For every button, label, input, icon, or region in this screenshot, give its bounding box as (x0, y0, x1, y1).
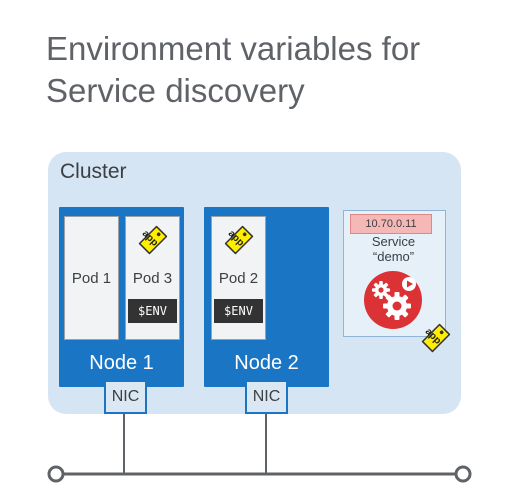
page-title: Environment variables for Service discov… (46, 28, 486, 112)
node-1-label: Node 1 (89, 352, 154, 374)
pod-3-label: Pod 3 (132, 270, 173, 287)
network-bus-right-end (454, 465, 472, 483)
tag-icon (421, 323, 451, 353)
pod-2-label: Pod 2 (218, 270, 259, 287)
nic-2: NIC (245, 380, 288, 414)
title-line-1: Environment variables for (46, 30, 421, 67)
service-app-tag: app (418, 320, 454, 356)
service-label-line-1: Service (371, 234, 416, 249)
pod-2-env: $ENV (214, 299, 263, 323)
tag-icon (224, 225, 254, 255)
service-label: Service “demo” (343, 234, 444, 264)
pod-2-app-tag: app (221, 222, 257, 258)
pod-1-label: Pod 1 (71, 270, 112, 287)
pod-3-env: $ENV (128, 299, 177, 323)
node-2-label: Node 2 (234, 352, 299, 374)
tag-icon (138, 225, 168, 255)
pod-3-app-tag: app (135, 222, 171, 258)
service-label-line-2: “demo” (372, 249, 415, 264)
network-bus-left-end (47, 465, 65, 483)
service-ip-badge: 10.70.0.11 (350, 214, 432, 234)
gears-icon (364, 271, 422, 329)
cluster-label: Cluster (60, 160, 127, 183)
title-line-2: Service discovery (46, 72, 305, 109)
pod-1 (64, 216, 119, 340)
nic-1: NIC (104, 380, 147, 414)
